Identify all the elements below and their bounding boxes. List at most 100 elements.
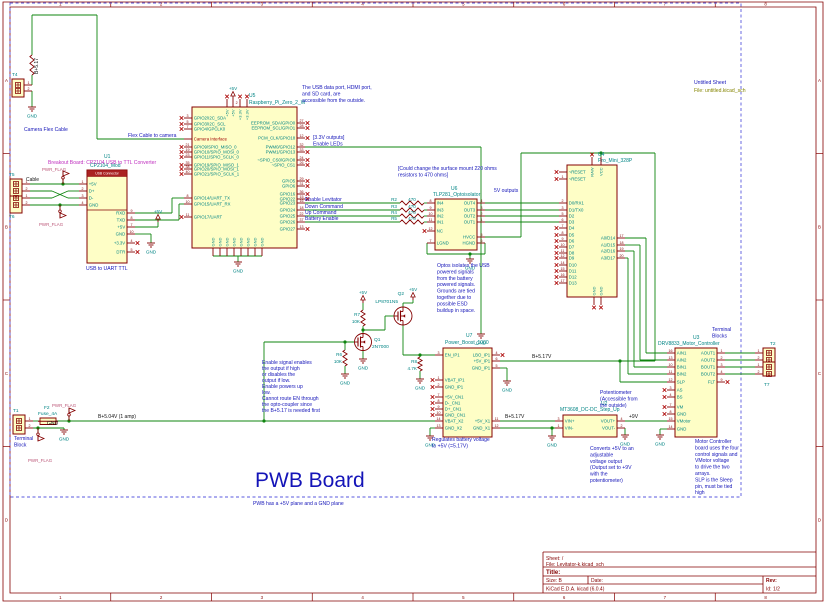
pin-number: 2 xyxy=(26,187,28,191)
pin-number: 2 xyxy=(29,424,31,428)
pin-number: 10 xyxy=(130,230,134,234)
net-label[interactable]: B+5.17V xyxy=(505,414,525,420)
pin-number: 8 xyxy=(187,194,189,198)
pin-name: OUT4 xyxy=(464,201,476,206)
resistor-R8[interactable]: R84.7K xyxy=(408,357,423,371)
net-label[interactable]: Cable xyxy=(26,177,39,183)
resistor-ref: R3 xyxy=(391,204,397,209)
pin-name: GPIO11/SPIO_SCLK_0 xyxy=(194,155,240,160)
frame-col-label: 1 xyxy=(59,595,62,600)
pin-name: GPIO23 xyxy=(280,201,296,206)
component-ref: U4 xyxy=(598,152,605,158)
junction-dot xyxy=(262,419,266,423)
pin-name: GPIO15/UART_RX xyxy=(194,202,231,207)
pin-number: 14 xyxy=(669,425,673,429)
pin-number: 2 xyxy=(26,201,28,205)
net-label[interactable]: B+5.17 xyxy=(34,58,40,74)
wire xyxy=(52,191,68,198)
comment-line: Regulates battery voltage xyxy=(432,437,490,443)
junction-dot xyxy=(361,328,365,332)
power-symbol-gnd: GND xyxy=(425,436,436,448)
pin-number: 11 xyxy=(495,417,499,421)
pin-name: VMotor xyxy=(677,419,691,424)
pin-name: TXD xyxy=(117,218,126,223)
resistor-ref: R6 xyxy=(336,352,342,357)
frame-col-label: 3 xyxy=(261,595,264,600)
comment-text: File: untitled.kicad_sch xyxy=(694,88,746,94)
pin-number: 2 xyxy=(438,383,440,387)
pin-name: GND xyxy=(253,238,258,247)
junction-dot xyxy=(343,340,347,344)
pin-number: 14 xyxy=(437,417,441,421)
pin-name: D13 xyxy=(569,281,577,286)
comment-line: the output if high xyxy=(262,366,300,372)
pin-name: GPIO24 xyxy=(280,208,296,213)
pin-name: VM xyxy=(677,405,684,410)
net-label[interactable]: GND xyxy=(47,421,59,427)
pin-number: 8 xyxy=(670,410,672,414)
pin-name: GPIO21/SPIO_SCLK_1 xyxy=(194,172,240,177)
pin-name: VOUT- xyxy=(602,426,616,431)
power-label-gnd: GND xyxy=(425,443,436,448)
pin-name: ~SPIO_CS0/GPIO8 xyxy=(257,158,295,163)
comment-line: Enable signal enables xyxy=(262,360,312,366)
no-connect-x xyxy=(663,388,667,392)
pin-name: GND xyxy=(677,427,687,432)
net-label[interactable]: +9V xyxy=(629,414,639,420)
pin-name: IN1 xyxy=(437,220,444,225)
no-connect-x xyxy=(180,150,184,154)
pin-number: 20 xyxy=(620,254,624,258)
no-connect-x xyxy=(555,263,559,267)
power-symbol-gnd: GND xyxy=(620,435,631,447)
pin-number: 16 xyxy=(300,199,304,203)
pin-number: 16 xyxy=(561,273,565,277)
resistor-cam[interactable] xyxy=(30,55,34,75)
pin-name: GND xyxy=(225,238,230,247)
pin-number: 8 xyxy=(562,231,564,235)
comment-line: control signals and xyxy=(695,452,738,458)
no-connect-x xyxy=(555,226,559,230)
junction-dot xyxy=(468,252,472,256)
net-label[interactable]: B+5.04V (1 amp) xyxy=(98,414,136,420)
resistor-body xyxy=(361,310,365,326)
resistor-body xyxy=(400,214,424,218)
comment-line: powered signals xyxy=(437,269,474,275)
pin-number: 13 xyxy=(300,225,304,229)
frame-col-label: 5 xyxy=(462,595,465,600)
pin-name: +3.3V xyxy=(114,241,125,246)
pin-number: 7 xyxy=(131,223,133,227)
net-label[interactable]: B+5.17V xyxy=(532,354,552,360)
frame-row-label: A xyxy=(818,78,821,83)
pin-number: 1 xyxy=(28,81,30,85)
pin-number: 33 xyxy=(300,148,304,152)
power-symbol-gnd: GND xyxy=(502,381,513,393)
pin-name: D6 xyxy=(569,239,575,244)
pin-name: Camera Interface xyxy=(194,137,228,142)
pin-number: 15 xyxy=(561,267,565,271)
pin-number: 9 xyxy=(131,209,133,213)
pin-name: HGND xyxy=(463,241,476,246)
